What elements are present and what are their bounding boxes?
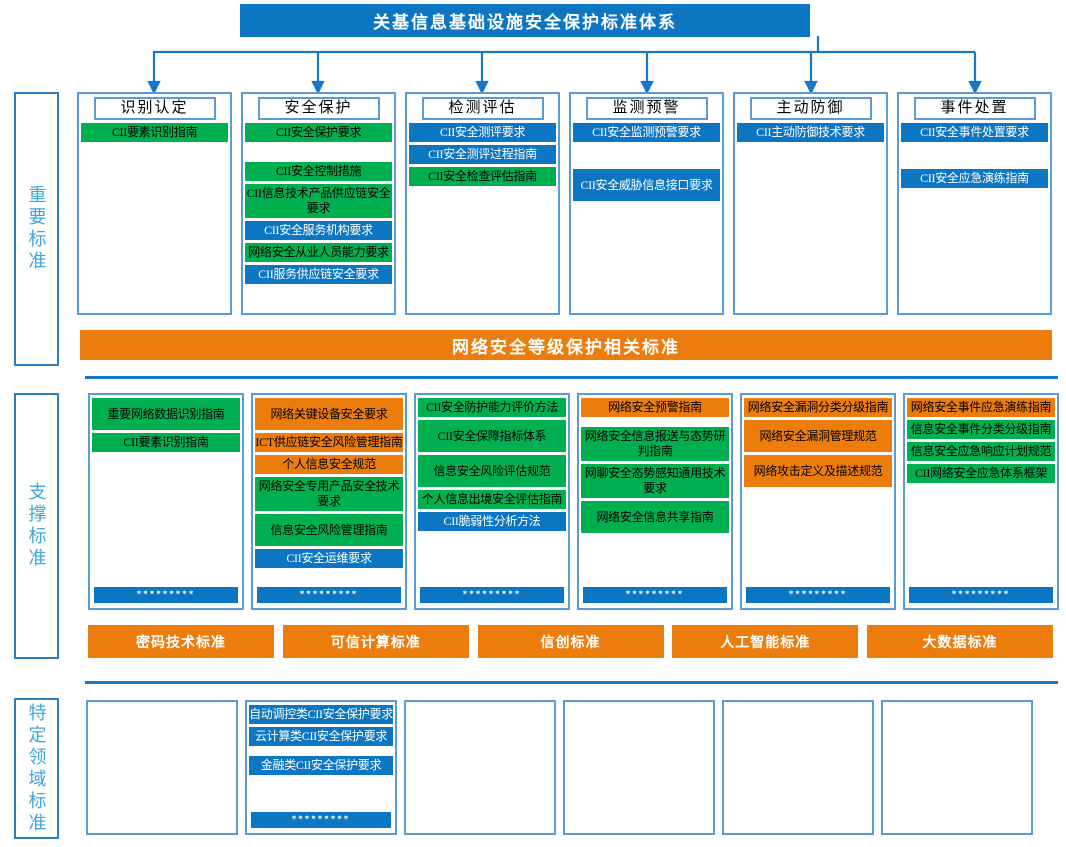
standard-item: 重要网络数据识别指南 [92,398,240,430]
sidebar-box-specific: 特定领域标准 [14,698,59,839]
standard-item: 信息安全应急响应计划规范 [907,442,1055,461]
domain-banner-5: 大数据标准 [867,625,1053,658]
separator-line-top [85,376,1058,379]
section-support-column-6-box: 网络安全事件应急演练指南信息安全事件分类分级指南信息安全应急响应计划规范 CII网… [903,393,1059,610]
section-specific-column-2-box: 自动调控类CII安全保护要求云计算类CII安全保护要求金融类CII安全保护要求 *… [245,700,397,835]
column-header-important-6: 事件处置 [913,97,1036,120]
standard-item: 金融类CII安全保护要求 [249,756,393,775]
standard-item: CII安全服务机构要求 [245,221,392,240]
section-support-column-1-box: 重要网络数据识别指南 CII要素识别指南 ********* [88,393,244,610]
standard-item: CII安全应急演练指南 [901,169,1048,188]
standard-item: 网络关键设备安全要求 [255,398,403,430]
page-title: 关基信息基础设施安全保护标准体系 [240,4,810,37]
more-items-ellipsis: ********* [94,587,238,603]
section-important-column-5-box: 主动防御 CII主动防御技术要求 [733,92,888,315]
column-header-important-4: 监测预警 [585,97,708,120]
sidebar-box-support: 支撑标准 [14,393,59,659]
section-important-column-6-box: 事件处置 CII安全事件处置要求 CII安全应急演练指南 [897,92,1052,315]
domain-banner-row: 密码技术标准可信计算标准信创标准人工智能标准大数据标准 [88,625,1053,658]
standard-item: 网络安全事件应急演练指南 [907,398,1055,417]
standard-item: CII服务供应链安全要求 [245,265,392,284]
sidebar-box-important: 重要标准 [14,92,59,366]
section-important-column-2-box: 安全保护 CII安全保护要求 CII安全控制措施 CII信息技术产品供应链安全要求 CI… [241,92,396,315]
section-important-column-3-box: 检测评估 CII安全测评要求 CII安全测评过程指南 CII安全检查评估指南 [405,92,560,315]
standard-item: CII安全防护能力评价方法 [418,398,566,417]
standard-item: CII安全测评过程指南 [409,145,556,164]
domain-banner-1: 密码技术标准 [88,625,274,658]
standard-item: 信息安全事件分类分级指南 [907,420,1055,439]
section-support-column-3-box: CII安全防护能力评价方法 CII安全保障指标体系信息安全风险评估规范个人信息出境… [414,393,570,610]
more-items-ellipsis: ********* [909,587,1053,603]
standard-item: 网聊安全态势感知通用技术要求 [581,464,729,498]
sidebar-label-support: 支撑标准 [26,482,47,570]
standard-item: 信息安全风险评估规范 [418,455,566,487]
standard-item: CII安全事件处置要求 [901,123,1048,142]
standard-item: 网络安全从业人员能力要求 [245,243,392,262]
more-items-ellipsis: ********* [420,587,564,603]
standard-item: CII信息技术产品供应链安全要求 [245,184,392,218]
sidebar-label-important: 重要标准 [26,185,47,273]
standard-item: 网络安全信息共享指南 [581,501,729,533]
standard-item: CII网络安全应急体系框架 [907,464,1055,483]
standard-item: CII要素识别指南 [81,123,228,142]
standard-item: CII安全运维要求 [255,549,403,568]
standard-item: CII脆弱性分析方法 [418,512,566,531]
standard-item: 网络攻击定义及描述规范 [744,455,892,487]
section-specific-column-6-box [881,700,1033,835]
more-items-ellipsis: ********* [583,587,727,603]
domain-banner-4: 人工智能标准 [672,625,859,658]
column-header-important-5: 主动防御 [749,97,872,120]
standard-item: CII安全检查评估指南 [409,167,556,186]
column-header-important-2: 安全保护 [257,97,380,120]
standard-item: ICT供应链安全风险管理指南 [255,433,403,452]
section-support-column-4-box: 网络安全预警指南网络安全信息报送与态势研判指南网聊安全态势感知通用技术要求网络安… [577,393,733,610]
section-specific-column-5-box [722,700,874,835]
standard-item: CII主动防御技术要求 [737,123,884,142]
more-items-ellipsis: ********* [746,587,890,603]
standard-item: 个人信息安全规范 [255,455,403,474]
more-items-ellipsis: ********* [257,587,401,603]
separator-line-bottom [85,681,1058,684]
sidebar-label-specific: 特定领域标准 [26,702,47,835]
standard-item: 网络安全漏洞管理规范 [744,420,892,452]
standard-item: 网络安全漏洞分类分级指南 [744,398,892,417]
standard-item: CII要素识别指南 [92,433,240,452]
standard-item: 网络安全专用产品安全技术要求 [255,477,403,511]
more-items-ellipsis: ********* [251,812,391,828]
standard-item: CII安全监测预警要求 [573,123,720,142]
section-specific-column-1-box [86,700,238,835]
standard-item: 信息安全风险管理指南 [255,514,403,546]
level-protection-banner: 网络安全等级保护相关标准 [80,330,1052,360]
standard-item: CII安全保护要求 [245,123,392,142]
section-support-column-5-box: 网络安全漏洞分类分级指南网络安全漏洞管理规范网络攻击定义及描述规范 *******… [740,393,896,610]
domain-banner-3: 信创标准 [477,625,664,658]
standard-item: 云计算类CII安全保护要求 [249,727,393,746]
standard-item: 个人信息出境安全评估指南 [418,490,566,509]
standard-item: 自动调控类CII安全保护要求 [249,705,393,724]
standard-item: CII安全保障指标体系 [418,420,566,452]
standard-item: CII安全测评要求 [409,123,556,142]
standard-item: CII安全控制措施 [245,162,392,181]
section-specific-column-4-box [563,700,715,835]
column-header-important-1: 识别认定 [93,97,216,120]
column-header-important-3: 检测评估 [421,97,544,120]
section-specific-column-3-box [404,700,556,835]
standard-item: 网络安全信息报送与态势研判指南 [581,427,729,461]
standard-item: 网络安全预警指南 [581,398,729,417]
domain-banner-2: 可信计算标准 [282,625,469,658]
section-important-column-1-box: 识别认定 CII要素识别指南 [77,92,232,315]
section-important-column-4-box: 监测预警 CII安全监测预警要求 CII安全威胁信息接口要求 [569,92,724,315]
section-support-column-2-box: 网络关键设备安全要求 ICT供应链安全风险管理指南个人信息安全规范网络安全专用产品… [251,393,407,610]
standard-item: CII安全威胁信息接口要求 [573,169,720,201]
